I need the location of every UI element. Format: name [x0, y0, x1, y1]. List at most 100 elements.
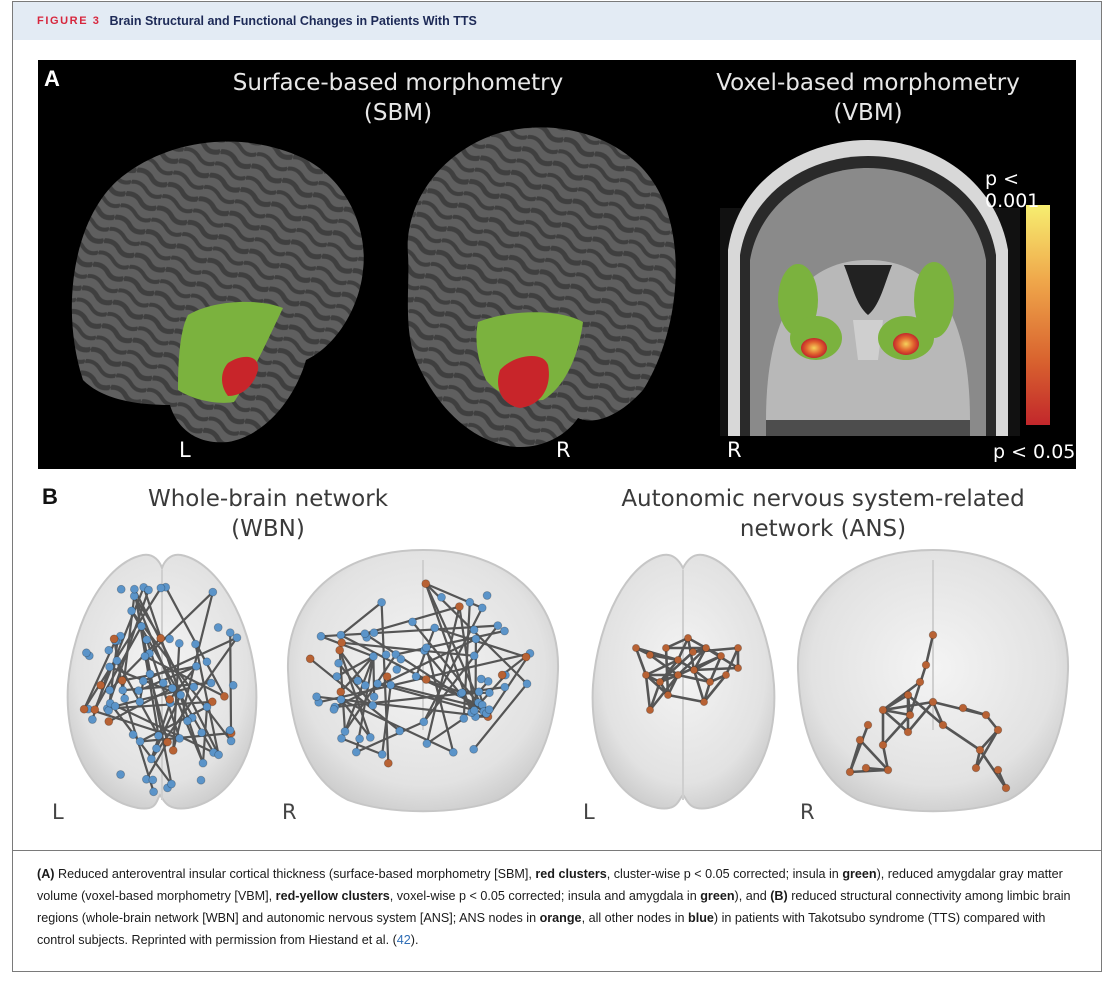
ans-axial-node [734, 663, 743, 672]
wbn-axial-node [225, 725, 235, 735]
wbn-coronal-node [484, 705, 494, 715]
wbn-coronal-edge [339, 601, 383, 637]
wbn-coronal-node [522, 679, 532, 689]
wbn-coronal-edge [394, 629, 506, 656]
right-hemisphere [407, 127, 676, 447]
caption-text-3: ), reduced amygdalar gray matter volume … [37, 867, 1063, 903]
wbn-coronal-node [497, 670, 507, 680]
ans-axial-node [656, 677, 665, 686]
wbn-coronal-node [422, 739, 432, 749]
wbn-coronal-edge [389, 684, 491, 711]
wbn-axial-node [166, 779, 176, 789]
wbn-coronal-node [336, 695, 346, 705]
wbn-coronal-edge [333, 637, 477, 709]
ans-coronal-edge [881, 700, 935, 712]
wbn-coronal-node [482, 591, 492, 600]
wbn-axial-edge [138, 732, 233, 743]
wbn-axial-node [104, 717, 114, 726]
wbn-coronal-node [340, 727, 350, 736]
wbn-coronal-node [448, 747, 458, 757]
wbn-coronal-node [336, 687, 346, 697]
wbn-axial-node [79, 704, 89, 714]
wbn-coronal-node [421, 579, 431, 589]
panel-a-brain-images [71, 127, 1050, 447]
wbn-coronal-node [305, 654, 315, 664]
wbn-coronal-node [351, 747, 361, 757]
wbn-coronal-node [335, 645, 345, 655]
wbn-coronal-node [396, 654, 406, 664]
sbm-heading: Surface-based morphometry (SBM) [178, 68, 618, 128]
wbn-coronal-node [369, 692, 379, 702]
panel-b: B Whole-brain network (WBN) Autonomic ne… [38, 470, 1076, 848]
wbn-coronal-edge [343, 653, 397, 733]
sbm-heading-line2: (SBM) [363, 100, 433, 126]
ans-axial-node [632, 643, 641, 652]
ans-axial-node [646, 650, 655, 659]
ans-heading: Autonomic nervous system-related network… [598, 484, 1048, 544]
wbn-axial-edge [82, 586, 163, 711]
wbn-axial-node [118, 685, 128, 695]
ans-axial-edge [724, 646, 740, 677]
caption-text-4: , voxel-wise p < 0.05 corrected; insula … [389, 889, 701, 903]
caption-text-1: Reduced anteroventral insular cortical t… [54, 867, 536, 881]
wbn-axial-edge [145, 741, 169, 781]
p-value-color-scale [1026, 205, 1050, 425]
caption-text-5: ), and [734, 889, 771, 903]
vbm-right-insula [914, 262, 954, 338]
panel-a-letter: A [44, 66, 60, 91]
wbn-axial-node [105, 685, 115, 695]
wbn-axial-node [197, 728, 207, 738]
ans-axial-node [690, 665, 699, 674]
wbn-coronal-node [391, 650, 401, 659]
ans-axial-edge [676, 636, 690, 662]
wbn-axial-node [130, 584, 139, 594]
wbn-coronal-edge [363, 632, 485, 713]
wbn-axial-node [156, 583, 166, 593]
ans-coronal-node [855, 735, 865, 745]
wbn-coronal-node [365, 732, 375, 742]
ans-coronal-node [928, 630, 938, 640]
ans-coronal-edge [924, 633, 935, 667]
wbn-axial-edge [137, 665, 198, 692]
wbn-axial-edge [114, 685, 195, 708]
caption-text-6: reduced structural connectivity among li… [37, 889, 1071, 925]
sbm-heading-line1: Surface-based morphometry [232, 70, 564, 96]
ans-coronal-edge [848, 738, 862, 774]
wbn-axial-node [105, 662, 114, 672]
wbn-coronal-node [316, 631, 326, 641]
ans-axial-edge [648, 673, 680, 712]
figure-caption: (A) Reduced anteroventral insular cortic… [37, 863, 1077, 951]
wbn-axial-node [145, 669, 155, 679]
panel-a: A Surface-based morphometry (SBM) Voxel-… [38, 60, 1076, 469]
wbn-axial-node [158, 678, 168, 688]
ans-axial-label: L [583, 800, 595, 824]
ans-coronal-node [861, 763, 871, 773]
ans-axial-node [674, 670, 683, 679]
ans-axial-edge [644, 658, 680, 677]
ans-axial-node [734, 643, 743, 652]
wbn-axial-edge [106, 700, 214, 710]
wbn-axial-node [167, 683, 177, 693]
wbn-coronal-node [500, 626, 509, 636]
ans-axial-edge [676, 673, 712, 684]
wbn-coronal-node [383, 758, 393, 768]
wbn-coronal-edge [425, 717, 465, 745]
wbn-coronal-edge [411, 620, 488, 715]
wbn-axial-node [135, 737, 145, 746]
vbm-side-label: R [727, 438, 742, 462]
wbn-coronal-node [337, 733, 346, 743]
caption-reference-link[interactable]: 42 [396, 933, 411, 947]
ans-coronal-edge [858, 738, 890, 772]
ans-coronal-edge [848, 768, 890, 774]
wbn-axial-node [134, 686, 143, 696]
ans-coronal-edge [978, 748, 1008, 790]
ans-axial-edge [702, 673, 728, 704]
figure-title-bar: FIGURE 3 Brain Structural and Functional… [13, 2, 1101, 40]
wbn-axial-node [191, 639, 200, 649]
wbn-coronal-edge [315, 695, 490, 718]
ans-axial-node [706, 677, 715, 686]
wbn-coronal-node [395, 726, 405, 736]
caption-bold-6: blue [688, 911, 714, 925]
panel-b-network-images [66, 548, 1070, 813]
ans-coronal-edge [908, 663, 928, 717]
